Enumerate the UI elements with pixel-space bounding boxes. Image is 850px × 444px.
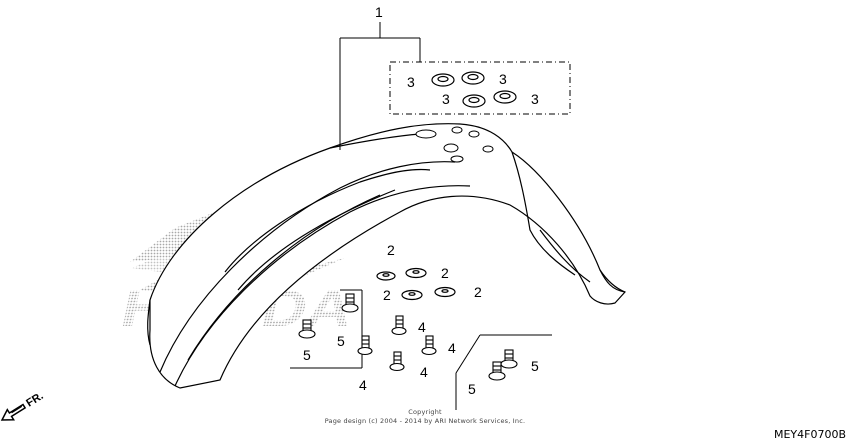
callout-bolt-5: 5	[468, 381, 476, 397]
callout-washer: 2	[387, 242, 395, 258]
front-fender	[147, 123, 627, 389]
bolt	[500, 349, 518, 369]
callout-washer: 2	[383, 287, 391, 303]
copyright-line: Page design (c) 2004 - 2014 by ARI Netwo…	[324, 417, 526, 425]
washer	[401, 289, 423, 301]
callout-bolt-4: 4	[418, 319, 426, 335]
bolt	[298, 319, 316, 339]
bolt	[357, 335, 373, 356]
nut	[431, 73, 455, 87]
callout-nut: 3	[407, 74, 415, 90]
callout-nut: 3	[442, 91, 450, 107]
callout-washer: 2	[474, 284, 482, 300]
bolt	[389, 351, 405, 372]
bolt	[488, 361, 506, 381]
copyright-title: Copyright	[408, 408, 442, 416]
washers	[376, 267, 456, 301]
callout-fender: 1	[375, 4, 383, 20]
bolts	[298, 293, 518, 381]
callout-bolt-5: 5	[303, 347, 311, 363]
diagram-code: MEY4F0700B	[773, 428, 846, 441]
fender-mounting-holes	[415, 126, 494, 163]
front-direction-label: FR.	[24, 390, 45, 410]
washer	[405, 267, 427, 279]
bolt	[341, 293, 359, 313]
callout-bolt-4: 4	[448, 340, 456, 356]
front-direction-arrow-icon	[0, 403, 27, 421]
callout-nut: 3	[531, 91, 539, 107]
callout-washer: 2	[441, 265, 449, 281]
callout-bolt-4: 4	[420, 364, 428, 380]
callout-bolt-4: 4	[359, 377, 367, 393]
bolt	[391, 315, 407, 336]
callout-bolt-5: 5	[337, 333, 345, 349]
washer	[434, 286, 456, 298]
nuts	[431, 71, 517, 108]
nut	[493, 90, 517, 104]
leader-lines	[290, 22, 571, 410]
callout-bolt-5: 5	[531, 358, 539, 374]
bolt	[421, 335, 437, 356]
callout-nut: 3	[499, 71, 507, 87]
nut	[461, 71, 485, 85]
washer	[376, 271, 396, 281]
nut	[462, 94, 486, 108]
